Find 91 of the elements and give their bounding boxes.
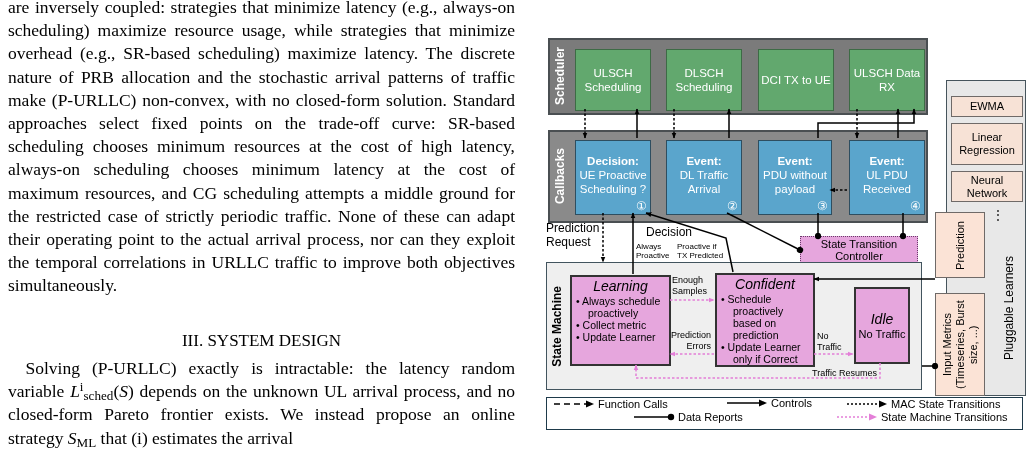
box-heading: Decision: xyxy=(587,153,639,168)
dot-ended-line xyxy=(899,212,907,240)
state-title: Confident xyxy=(735,276,795,293)
state-box xyxy=(570,275,671,366)
box-label: DCI TX to UE xyxy=(761,73,831,87)
bullet-item: • Collect metric xyxy=(576,319,648,331)
box-label: PDU without payload xyxy=(762,167,828,196)
arrow xyxy=(582,108,588,139)
process-box xyxy=(758,49,834,111)
state-title: Idle xyxy=(870,310,894,328)
box-label: Linear Regression xyxy=(958,131,1016,157)
edge-label: Proactive if TX Predicted xyxy=(677,242,725,260)
body-paragraph: are inversely coupled: strategies that minimize latency (e.g., always-on scheduling) maximize resource usage, while strategies that minimize overhead (e.g., SR-based scheduling) maximize latency. The discrete nature of PRB allocation and the stochastic arrival patterns of traffic make (P-URLLC) non-convex, with no closed-form solution. Standard approaches select fixed points on the trade-off curve: SR-based scheduling chooses minimum resources at the cost of high latency, always-on scheduling chooses minimum latency at the cost of maximum resources, and CG scheduling attempts a middle ground for the restricted case of strictly periodic traffic. None of these can adapt their operating point to the actual arrival process, nor can they exploit the temporal correlations in URLLC traffic to improve both objectives simultaneously. xyxy=(8,0,515,298)
learner-box xyxy=(951,171,1023,202)
process-box xyxy=(849,49,925,111)
arrow xyxy=(854,108,860,139)
arrow xyxy=(633,362,881,379)
box-label: DLSCH Scheduling xyxy=(674,66,734,94)
box-label: ULSCH Data RX xyxy=(852,66,922,94)
arrow xyxy=(600,212,606,263)
layer-panel xyxy=(548,38,928,115)
arrow xyxy=(813,351,854,357)
dot-ended-line xyxy=(921,362,939,370)
body-paragraph: Solving (P-URLLC) exactly is intractable: the latency random variable L$^{i}$$_{sched}$(S) depends on the unknown UL arrival process, and no closed-form Pareto frontier exists. We instead propose an online strategy S$_{ML}$ that (i) estimates the arrival xyxy=(8,357,515,450)
panel-label: Callbacks xyxy=(553,148,567,205)
panel-label: Scheduler xyxy=(553,47,567,106)
edge-label: Prediction Errors xyxy=(669,330,711,352)
dot-ended-line xyxy=(814,212,822,240)
box-label: UL PDU Received xyxy=(862,167,912,196)
step-number: ④ xyxy=(910,199,921,213)
step-number: ① xyxy=(636,199,647,213)
callback-box xyxy=(849,140,925,215)
step-number: ② xyxy=(727,199,738,213)
state-box xyxy=(854,287,910,364)
arrow xyxy=(817,108,917,139)
learner-box xyxy=(951,123,1023,165)
box-label: No Traffic xyxy=(858,327,906,341)
box-label: EWMA xyxy=(969,100,1005,113)
box-heading: Event: xyxy=(686,153,722,168)
panel-label: State Machine xyxy=(550,285,564,367)
process-box xyxy=(575,49,651,111)
bullet-item: • Update Learner xyxy=(576,331,657,343)
panel-label: Pluggable Learners xyxy=(1002,255,1016,361)
legend-label: State Machine Transitions xyxy=(881,411,1008,423)
section-heading: III. SYSTEM DESIGN xyxy=(180,330,343,352)
bullet-item: • Schedule proactively based on prediction xyxy=(721,293,785,341)
edge-label: Always Proactive xyxy=(636,242,671,260)
dot-ended-line xyxy=(726,212,804,254)
arrow xyxy=(829,187,848,193)
data-box xyxy=(935,212,985,278)
arrow xyxy=(671,108,677,139)
layer-panel xyxy=(548,130,928,223)
callback-box xyxy=(666,140,742,215)
callback-box xyxy=(575,140,651,215)
callback-box xyxy=(758,140,832,215)
box-label: Prediction xyxy=(953,220,967,270)
controller-box xyxy=(800,236,918,263)
annotation-label: Decision xyxy=(646,225,693,239)
learner-box xyxy=(951,96,1023,117)
legend-label: Controls xyxy=(771,397,812,409)
state-title: Learning xyxy=(593,278,648,295)
edge-label: Enough Samples xyxy=(672,275,708,297)
edge-label: Traffic Resumes xyxy=(812,368,879,379)
box-label: ULSCH Scheduling xyxy=(583,66,643,94)
step-number: ③ xyxy=(817,199,828,213)
box-label: State Transition Controller xyxy=(819,237,899,262)
data-box xyxy=(935,293,985,396)
arrow xyxy=(813,276,936,282)
arrow xyxy=(669,351,715,357)
arrow xyxy=(669,297,715,303)
edge-label: No Traffic xyxy=(817,331,843,353)
legend-label: Function Calls xyxy=(598,398,668,410)
legend-label: MAC State Transitions xyxy=(891,398,1001,410)
state-box xyxy=(715,273,815,367)
process-box xyxy=(666,49,742,111)
box-label: DL Traffic Arrival xyxy=(678,167,730,196)
arrow xyxy=(634,108,640,139)
arrow xyxy=(645,212,734,273)
bullet-item: • Update Learner only if Correct xyxy=(721,341,802,365)
box-label: Neural Network xyxy=(965,173,1009,200)
arrow xyxy=(726,108,732,139)
box-label: Input Metrics (Timeseries, Burst size, ...) xyxy=(940,299,980,391)
legend-label: Data Reports xyxy=(678,411,743,423)
box-heading: Event: xyxy=(777,153,813,168)
ellipsis-label: ⋮ xyxy=(992,208,1004,222)
bullet-item: • Always schedule proactively xyxy=(576,295,662,319)
state-machine-panel xyxy=(546,262,922,390)
box-label: UE Proactive Scheduling ? xyxy=(578,167,648,196)
arrow xyxy=(630,212,636,275)
arrow xyxy=(895,108,901,139)
box-heading: Event: xyxy=(869,153,905,168)
